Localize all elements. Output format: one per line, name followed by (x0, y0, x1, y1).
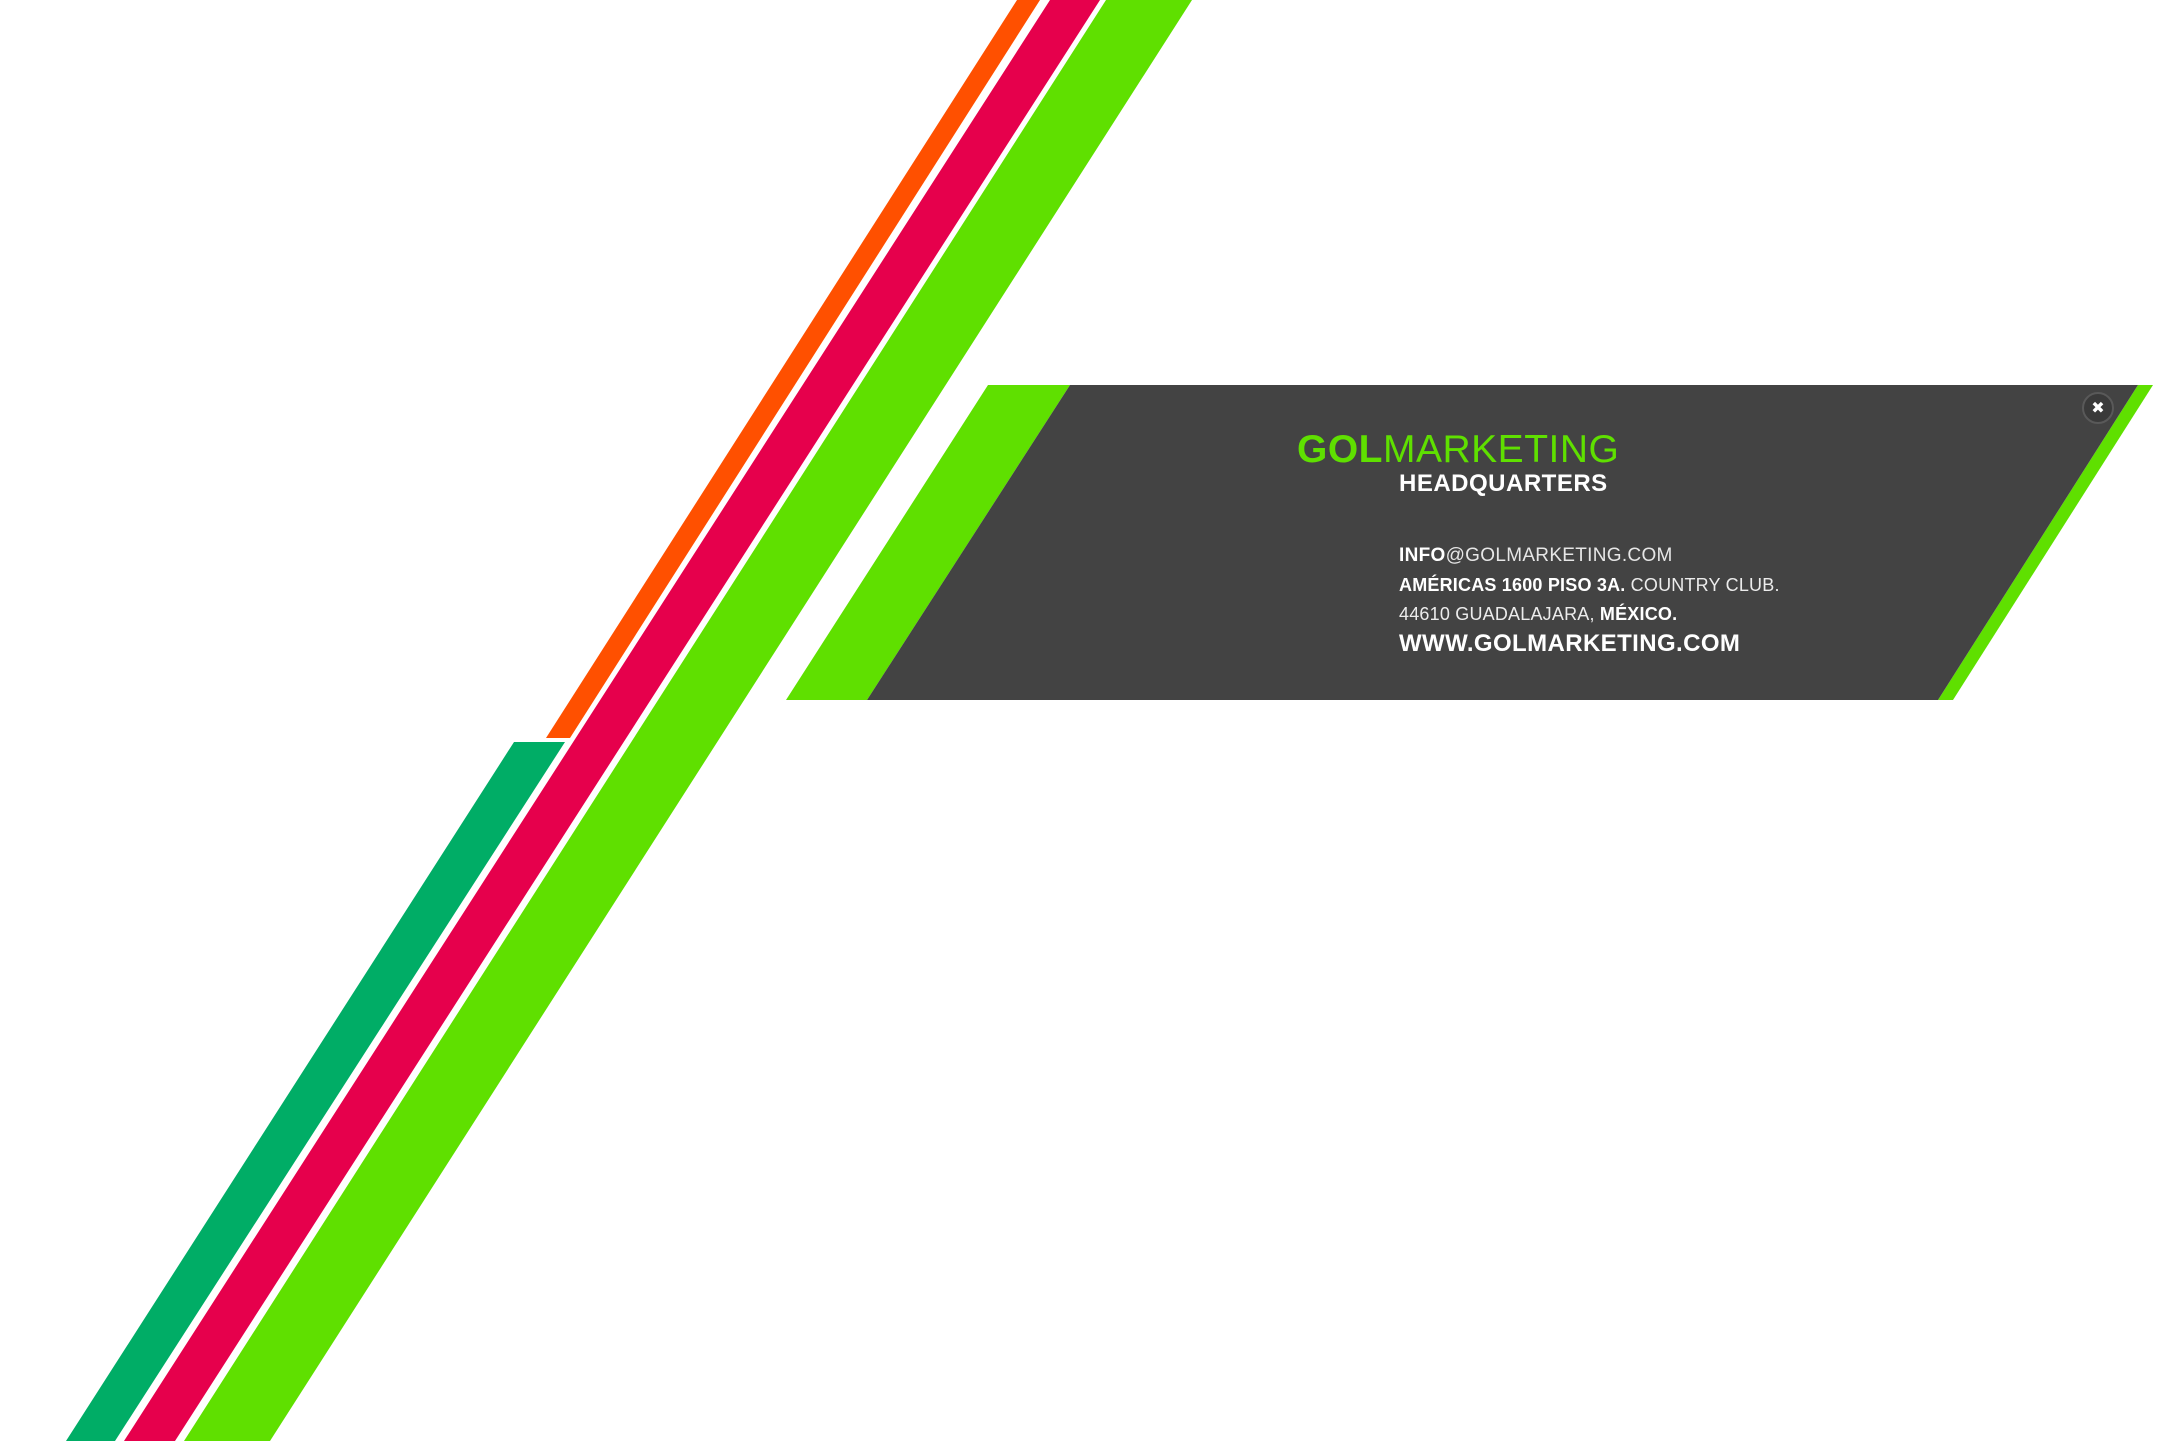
address-line-2: 44610 GUADALAJARA, MÉXICO. (1399, 600, 1780, 628)
lime-stripe (184, 0, 1192, 1441)
close-button[interactable]: ✖ (2082, 392, 2114, 424)
address-neighborhood: COUNTRY CLUB. (1625, 575, 1780, 595)
orange-stripe (546, 0, 1040, 738)
panel-green-accent-left (786, 385, 1070, 700)
logo-brand-light: MARKETING (1383, 428, 1620, 471)
email-link[interactable]: INFO@GOLMARKETING.COM (1399, 542, 1780, 570)
logo-wordmark: GOLMARKETING (1297, 428, 1717, 472)
info-panel-background (867, 385, 2138, 700)
logo-brand-bold: GOL (1297, 428, 1383, 471)
email-rest-part: @GOLMARKETING.COM (1445, 545, 1673, 566)
contact-info: INFO@GOLMARKETING.COM AMÉRICAS 1600 PISO… (1399, 542, 1780, 658)
red-stripe (124, 0, 1100, 1441)
logo-subtitle: HEADQUARTERS (1399, 470, 1608, 497)
address-line-1: AMÉRICAS 1600 PISO 3A. COUNTRY CLUB. (1399, 571, 1780, 599)
address-country: MÉXICO. (1599, 604, 1678, 624)
website-link[interactable]: WWW.GOLMARKETING.COM (1399, 630, 1741, 657)
address-city: 44610 GUADALAJARA, (1399, 604, 1600, 624)
teal-stripe (66, 742, 565, 1441)
email-bold-part: INFO (1399, 545, 1446, 566)
panel-green-accent-right (1938, 385, 2153, 700)
address-street: AMÉRICAS 1600 PISO 3A. (1399, 575, 1626, 595)
close-icon: ✖ (2091, 400, 2105, 417)
company-logo: GOLMARKETING HEADQUARTERS (1297, 428, 1717, 497)
